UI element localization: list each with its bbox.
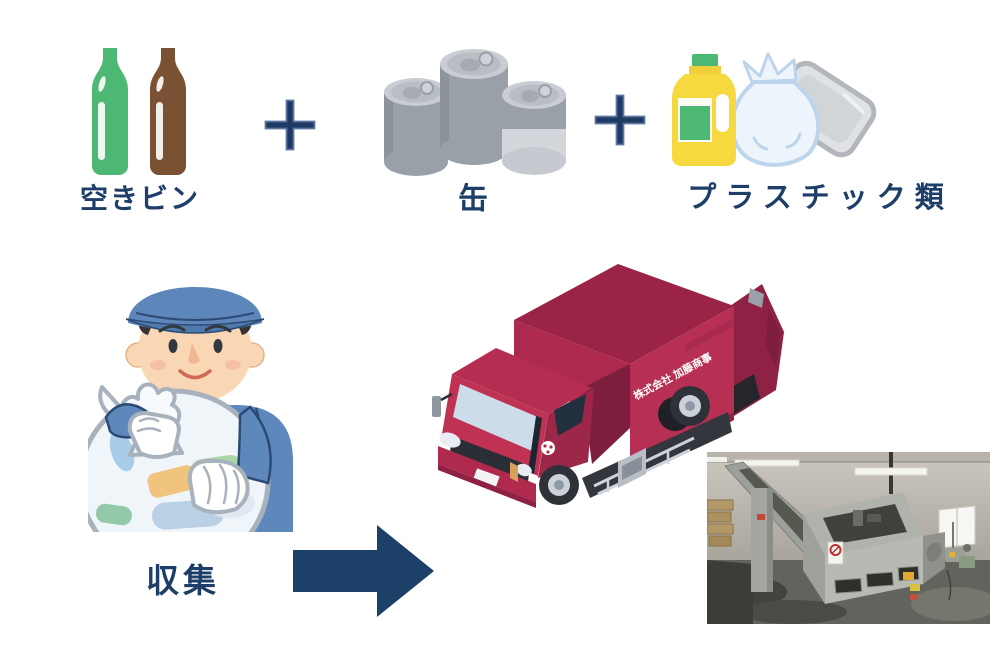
flow-arrow-icon — [293, 523, 435, 619]
photo-sorting-machine — [803, 492, 945, 604]
green-bottle — [92, 48, 128, 175]
truck-chassis — [582, 386, 732, 498]
facility-photo — [707, 452, 990, 624]
collection-label: 収集 — [146, 562, 220, 599]
plus-icon — [592, 92, 648, 148]
plastics-icon — [668, 48, 896, 174]
can-right — [502, 81, 566, 175]
cans-label: 缶 — [458, 183, 488, 216]
plus-icon — [262, 97, 318, 153]
truck-rear-hopper — [730, 284, 784, 416]
sanitation-worker-illustration — [88, 255, 303, 532]
truck-side-window — [554, 394, 586, 436]
empty-bottles-icon — [88, 46, 203, 182]
truck-windshield — [453, 384, 540, 451]
garbage-truck-illustration: 株式会社 加藤商事 — [432, 248, 787, 516]
bottles-label: 空きビン — [79, 183, 200, 214]
can-left — [384, 78, 448, 176]
truck-cab — [432, 348, 630, 508]
photo-ceiling-lights — [707, 452, 928, 494]
worker-gloves — [104, 403, 272, 515]
can-middle — [440, 49, 508, 165]
plastics-label: プラスチック類 — [687, 182, 953, 214]
brown-bottle — [150, 48, 186, 175]
plastic-bottle — [672, 54, 736, 166]
worker-cap — [128, 287, 262, 332]
cans-icon — [382, 45, 568, 177]
plastic-bag — [730, 52, 821, 167]
photo-motor-unit — [945, 522, 975, 601]
truck-mirror — [432, 396, 441, 417]
photo-pallets — [707, 499, 734, 547]
photo-conveyor — [724, 461, 828, 592]
